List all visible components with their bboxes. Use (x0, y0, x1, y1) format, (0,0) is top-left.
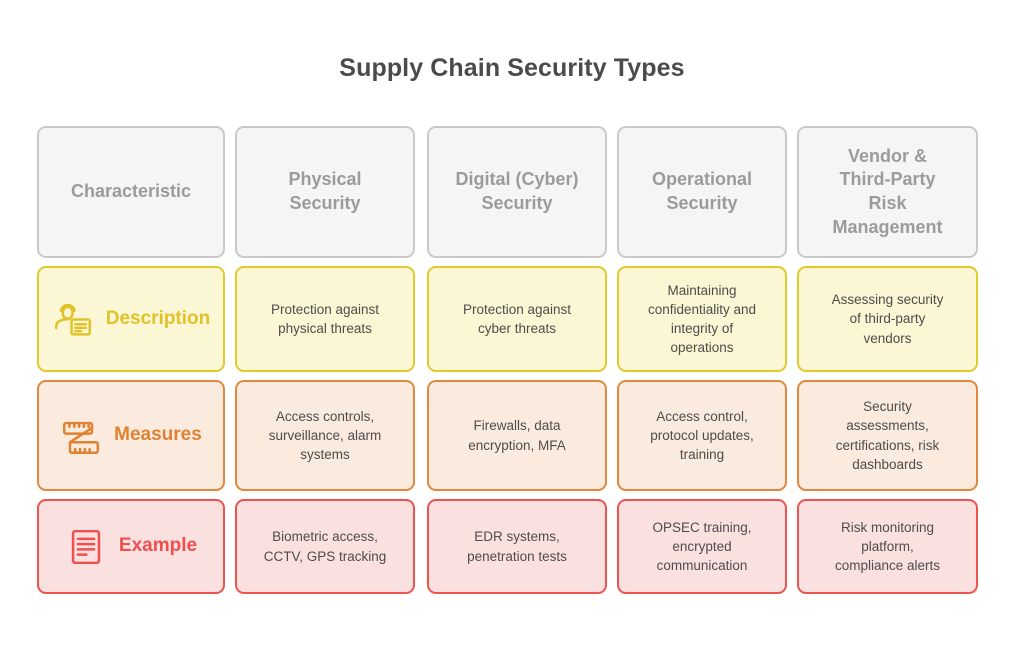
table-row-measures: Measures Access controls, surveillance, … (37, 380, 978, 491)
cell-description-vendor: Assessing security of third-party vendor… (797, 266, 978, 372)
cell-text: Assessing security of third-party vendor… (831, 292, 944, 346)
cell-measures-operational: Access control, protocol updates, traini… (617, 380, 787, 491)
cell-description-operational: Maintaining confidentiality and integrit… (617, 266, 787, 372)
cell-text: Maintaining confidentiality and integrit… (647, 282, 757, 356)
header-label: Operational Security (651, 169, 753, 213)
cell-measures-vendor: Security assessments, certifications, ri… (797, 380, 978, 491)
cell-example-operational: OPSEC training, encrypted communication (617, 499, 787, 594)
row-label-text: Description (105, 307, 211, 329)
cell-example-digital: EDR systems, penetration tests (427, 499, 607, 594)
cell-text: Firewalls, data encryption, MFA (468, 418, 566, 453)
cell-text: Security assessments, certifications, ri… (835, 399, 940, 472)
person-document-icon (54, 303, 91, 336)
table-row-example: Example Biometric access, CCTV, GPS trac… (37, 499, 978, 594)
header-cell-vendor-third-party-risk-management: Vendor & Third-Party Risk Management (797, 126, 978, 258)
row-label-cell-measures: Measures (37, 380, 225, 491)
cell-text: EDR systems, penetration tests (467, 529, 567, 564)
header-cell-physical-security: Physical Security (235, 126, 415, 258)
cell-example-physical: Biometric access, CCTV, GPS tracking (235, 499, 415, 594)
cell-description-physical: Protection against physical threats (235, 266, 415, 372)
header-label: Physical Security (288, 169, 362, 213)
row-label-text: Measures (114, 424, 202, 446)
cell-text: Protection against physical threats (270, 301, 380, 336)
cell-text: Access control, protocol updates, traini… (650, 408, 754, 463)
header-label: Digital (Cyber) Security (455, 169, 579, 213)
cell-text: OPSEC training, encrypted communication (652, 519, 752, 574)
row-label-cell-description: Description (37, 266, 225, 372)
cell-text: Risk monitoring platform, compliance ale… (834, 519, 941, 574)
page-title: Supply Chain Security Types (339, 54, 685, 82)
cell-example-vendor: Risk monitoring platform, compliance ale… (797, 499, 978, 594)
header-cell-characteristic: Characteristic (37, 126, 225, 258)
header-label: Vendor & Third-Party Risk Management (832, 145, 943, 237)
cell-text: Protection against cyber threats (462, 301, 572, 336)
cell-text: Biometric access, CCTV, GPS tracking (263, 529, 387, 564)
row-label-text: Example (118, 535, 198, 557)
table-row-description: Description Protection against physical … (37, 266, 978, 372)
cell-measures-physical: Access controls, surveillance, alarm sys… (235, 380, 415, 491)
header-cell-operational-security: Operational Security (617, 126, 787, 258)
header-cell-digital-cyber-security: Digital (Cyber) Security (427, 126, 607, 258)
table-header-row: Characteristic Physical Security Digital… (37, 126, 978, 258)
cell-description-digital: Protection against cyber threats (427, 266, 607, 372)
header-label: Characteristic (70, 181, 192, 202)
measuring-tape-icon (63, 421, 100, 454)
cell-text: Access controls, surveillance, alarm sys… (268, 408, 382, 463)
cell-measures-digital: Firewalls, data encryption, MFA (427, 380, 607, 491)
comparison-table: Characteristic Physical Security Digital… (37, 126, 978, 594)
row-label-cell-example: Example (37, 499, 225, 594)
document-lines-icon (71, 529, 101, 564)
